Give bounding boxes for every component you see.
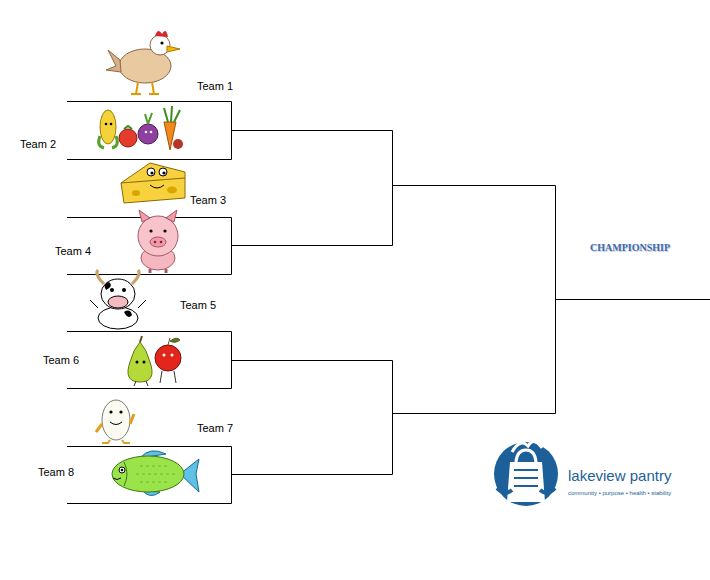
team-label: Team 8 [38,466,74,478]
bracket-line [231,131,393,246]
bracket-lines [67,102,710,504]
team-label: Team 6 [43,354,79,366]
bracket-line [392,186,556,414]
fish-icon [112,451,199,496]
bracket-line [67,447,232,504]
bracket-line [67,332,232,389]
team-label: Team 7 [197,422,233,434]
cow-icon [90,270,146,329]
team-label: Team 2 [20,138,56,150]
team-label: Team 1 [197,80,233,92]
bracket-line [555,299,710,300]
logo-tagline: community • purpose • health • stability [568,490,671,497]
bracket-line [67,102,232,160]
cheese-icon [121,163,185,203]
vegetables-icon [99,106,183,150]
team-label: Team 4 [55,245,91,257]
championship-label: CHAMPIONSHIP [590,242,670,253]
bracket-line [231,361,393,475]
pig-icon [138,210,178,273]
fruit-icon [128,336,181,386]
chicken-icon [106,31,180,94]
team-label: Team 5 [180,299,216,311]
logo-name: lakeview pantry [568,468,671,485]
egg-icon [96,400,134,443]
pantry-logo [494,441,558,506]
team-label: Team 3 [190,194,226,206]
